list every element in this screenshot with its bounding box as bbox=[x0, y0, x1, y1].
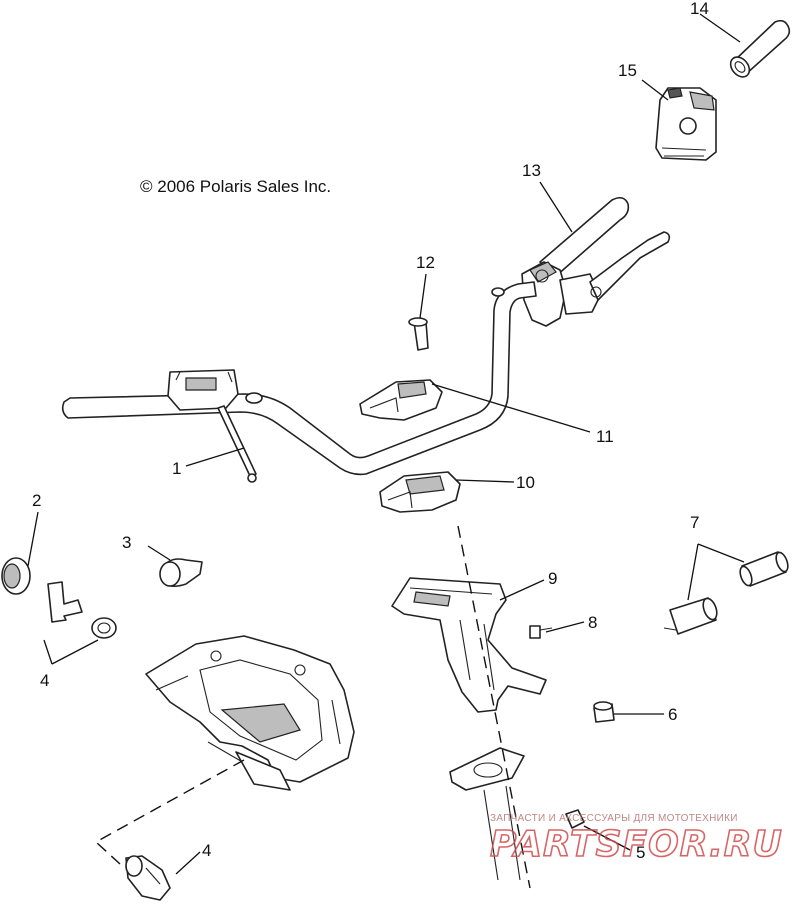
watermark-logo: PARTSFOR.RU bbox=[490, 824, 783, 865]
callout-2: 2 bbox=[32, 491, 41, 510]
callout-12: 12 bbox=[416, 253, 435, 272]
callout-13: 13 bbox=[522, 161, 541, 180]
watermark-caption: ЗАПЧАСТИ И АКСЕССУАРЫ ДЛЯ МОТОТЕХНИКИ bbox=[490, 813, 738, 824]
callout-8: 8 bbox=[588, 613, 597, 632]
callout-4-upper: 4 bbox=[40, 671, 49, 690]
callout-7: 7 bbox=[690, 513, 699, 532]
part-9-bracket bbox=[391, 577, 547, 713]
part-11-upper-clamp bbox=[359, 379, 443, 421]
part-2-cap bbox=[1, 557, 31, 595]
steering-plate bbox=[449, 747, 525, 881]
handlebar bbox=[61, 281, 537, 476]
assembly-line-console bbox=[94, 759, 245, 865]
callout-14: 14 bbox=[690, 0, 709, 18]
part-1-bar-clamp bbox=[167, 369, 263, 483]
part-5-nut bbox=[565, 809, 585, 829]
callout-10: 10 bbox=[516, 473, 535, 492]
leader-lines bbox=[27, 13, 745, 875]
callout-4-lower: 4 bbox=[202, 841, 211, 860]
part-15-switch-housing bbox=[655, 87, 717, 161]
callout-1: 1 bbox=[172, 459, 181, 478]
console-housing bbox=[145, 635, 355, 791]
callout-15: 15 bbox=[618, 61, 637, 80]
part-4-lower-switch bbox=[125, 855, 171, 901]
callout-3: 3 bbox=[122, 533, 131, 552]
part-7-warmer-elements bbox=[663, 551, 789, 635]
assembly-line-column bbox=[457, 525, 531, 889]
part-13-lever-assembly bbox=[521, 196, 671, 327]
callout-9: 9 bbox=[548, 569, 557, 588]
copyright-text: © 2006 Polaris Sales Inc. bbox=[140, 177, 331, 196]
callout-6: 6 bbox=[668, 705, 677, 724]
part-12-bolt bbox=[408, 317, 429, 351]
part-14-grip bbox=[729, 19, 791, 78]
part-4-key-switch bbox=[47, 581, 117, 639]
part-3-plug bbox=[159, 558, 203, 588]
callout-11: 11 bbox=[596, 427, 614, 446]
part-10-lower-clamp bbox=[379, 471, 461, 513]
part-8-screw bbox=[529, 625, 553, 639]
part-6-bushing bbox=[593, 701, 615, 723]
callout-5: 5 bbox=[636, 843, 645, 862]
watermark: ЗАПЧАСТИ И АКСЕССУАРЫ ДЛЯ МОТОТЕХНИКИ PA… bbox=[489, 813, 783, 866]
